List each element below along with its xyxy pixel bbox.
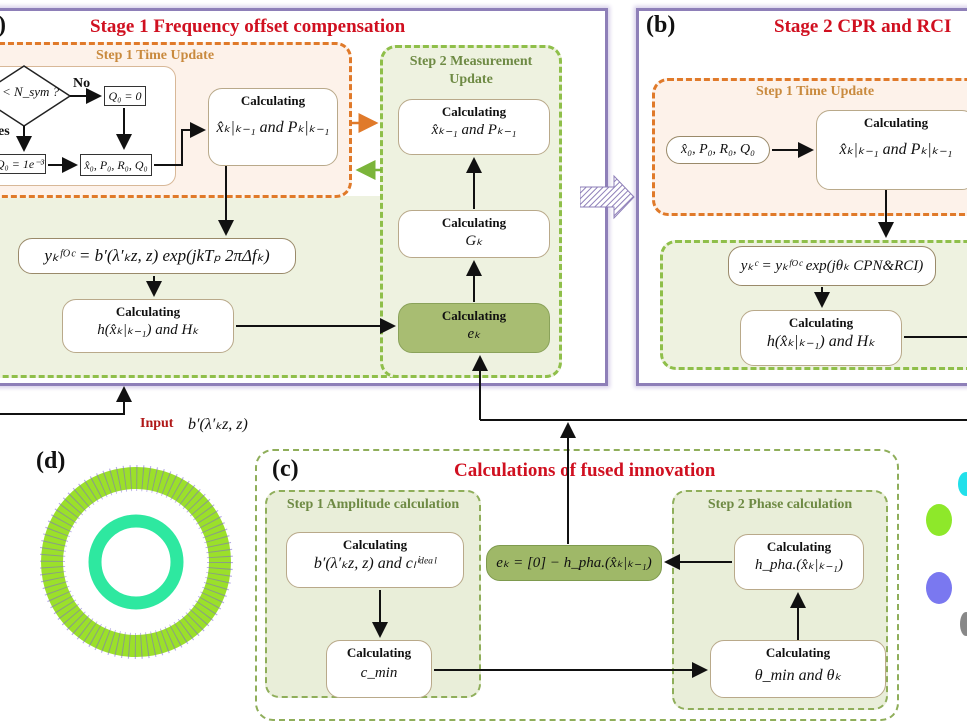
panel-a-time-update-box: Calculating x̂ₖ|ₖ₋₁ and Pₖ|ₖ₋₁ <box>208 88 338 166</box>
box-math: x̂ₖ|ₖ₋₁ and Pₖ|ₖ₋₁ <box>839 141 953 158</box>
box-title: Calculating <box>788 315 854 330</box>
box-math: c_min <box>360 665 398 681</box>
panel-a-step2-title-1: Step 2 Measurement <box>409 54 533 69</box>
panel-c-step1-title: Step 1 Amplitude calculation <box>286 497 460 512</box>
box-title: Calculating <box>240 93 306 108</box>
panel-a-title: Stage 1 Frequency offset compensation <box>90 16 406 37</box>
box-title: Calculating <box>441 104 507 119</box>
yc-formula: yₖᶜ = yₖᶠᴼᶜ exp(jθₖ CPN&RCI) <box>728 246 936 286</box>
box-math: h(x̂ₖ|ₖ₋₁) and Hₖ <box>766 333 876 350</box>
box-title: Calculating <box>441 215 507 230</box>
panel-c-hpha-box: Calculating h_pha.(x̂ₖ|ₖ₋₁) <box>734 534 864 590</box>
decision-text: < N_sym ? <box>2 84 60 99</box>
box-title: Calculating <box>115 304 181 319</box>
box-math: eₖ <box>467 326 481 342</box>
box-math: θ_min and θₖ <box>754 667 842 684</box>
box-math: x̂ₖ|ₖ₋₁ and Pₖ|ₖ₋₁ <box>216 119 330 136</box>
panel-b-step1-title: Step 1 Time Update <box>755 84 875 99</box>
panel-c-theta-box: Calculating θ_min and θₖ <box>710 640 886 698</box>
box-title: Calculating <box>346 645 412 660</box>
box-math: x̂ₖ₋₁ and Pₖ₋₁ <box>431 122 517 138</box>
panel-a-error-box: Calculating eₖ <box>398 303 550 353</box>
q0-zero-box: Q₀ = 0 <box>104 86 146 106</box>
init-params-box: x̂₀, P₀, R₀, Q₀ <box>80 154 152 176</box>
ek-formula: eₖ = [0] − h_pha.(x̂ₖ|ₖ₋₁) <box>486 545 662 581</box>
box-math: Gₖ <box>465 233 483 249</box>
panel-a-step1-title: Step 1 Time Update <box>95 48 215 63</box>
box-title: Calculating <box>441 308 507 323</box>
panel-a-label: ) <box>0 12 6 39</box>
box-math: h_pha.(x̂ₖ|ₖ₋₁) <box>755 557 843 573</box>
constellation-ring-plot <box>40 465 233 659</box>
panel-b-title: Stage 2 CPR and RCI <box>774 16 952 37</box>
q0-small-box: Q₀ = 1e⁻³ <box>0 154 46 174</box>
box-title: Calculating <box>766 539 832 554</box>
panel-b-init-params: x̂₀, P₀, R₀, Q₀ <box>666 136 770 164</box>
panel-c-cmin-box: Calculating c_min <box>326 640 432 698</box>
panel-a-h-box: Calculating h(x̂ₖ|ₖ₋₁) and Hₖ <box>62 299 234 353</box>
input-math: b′(λ′ₖz, z) <box>188 416 248 433</box>
box-title: Calculating <box>342 537 408 552</box>
box-title: Calculating <box>765 645 831 660</box>
stage-transition-arrow <box>580 174 635 220</box>
panel-d-label: (d) <box>36 448 66 474</box>
box-math: h(x̂ₖ|ₖ₋₁) and Hₖ <box>97 322 199 338</box>
foc-formula: yₖᶠᴼᶜ = b′(λ′ₖz, z) exp(jkTₚ 2πΔfₖ) <box>18 238 296 274</box>
yes-label: es <box>0 124 10 139</box>
panel-c-title: Calculations of fused innovation <box>454 460 716 481</box>
no-label: No <box>73 76 91 91</box>
box-title: Calculating <box>863 115 929 130</box>
panel-c-label: (c) <box>272 456 299 482</box>
panel-a-update-box: Calculating x̂ₖ₋₁ and Pₖ₋₁ <box>398 99 550 155</box>
box-math: b′(λ′ₖz, z) and cₗⁱᵈᵉᵃˡ <box>313 555 437 572</box>
input-label: Input <box>140 416 174 431</box>
panel-a-gain-box: Calculating Gₖ <box>398 210 550 258</box>
panel-a-step2-title-2: Update <box>449 72 493 87</box>
panel-b-label: (b) <box>646 12 676 38</box>
constellation-clusters <box>926 472 967 636</box>
panel-b-time-update-box: Calculating x̂ₖ|ₖ₋₁ and Pₖ|ₖ₋₁ <box>816 110 967 190</box>
panel-c-step2-title: Step 2 Phase calculation <box>707 497 853 512</box>
panel-b-h-box: Calculating h(x̂ₖ|ₖ₋₁) and Hₖ <box>740 310 902 366</box>
panel-c-amplitude-box: Calculating b′(λ′ₖz, z) and cₗⁱᵈᵉᵃˡ <box>286 532 464 588</box>
